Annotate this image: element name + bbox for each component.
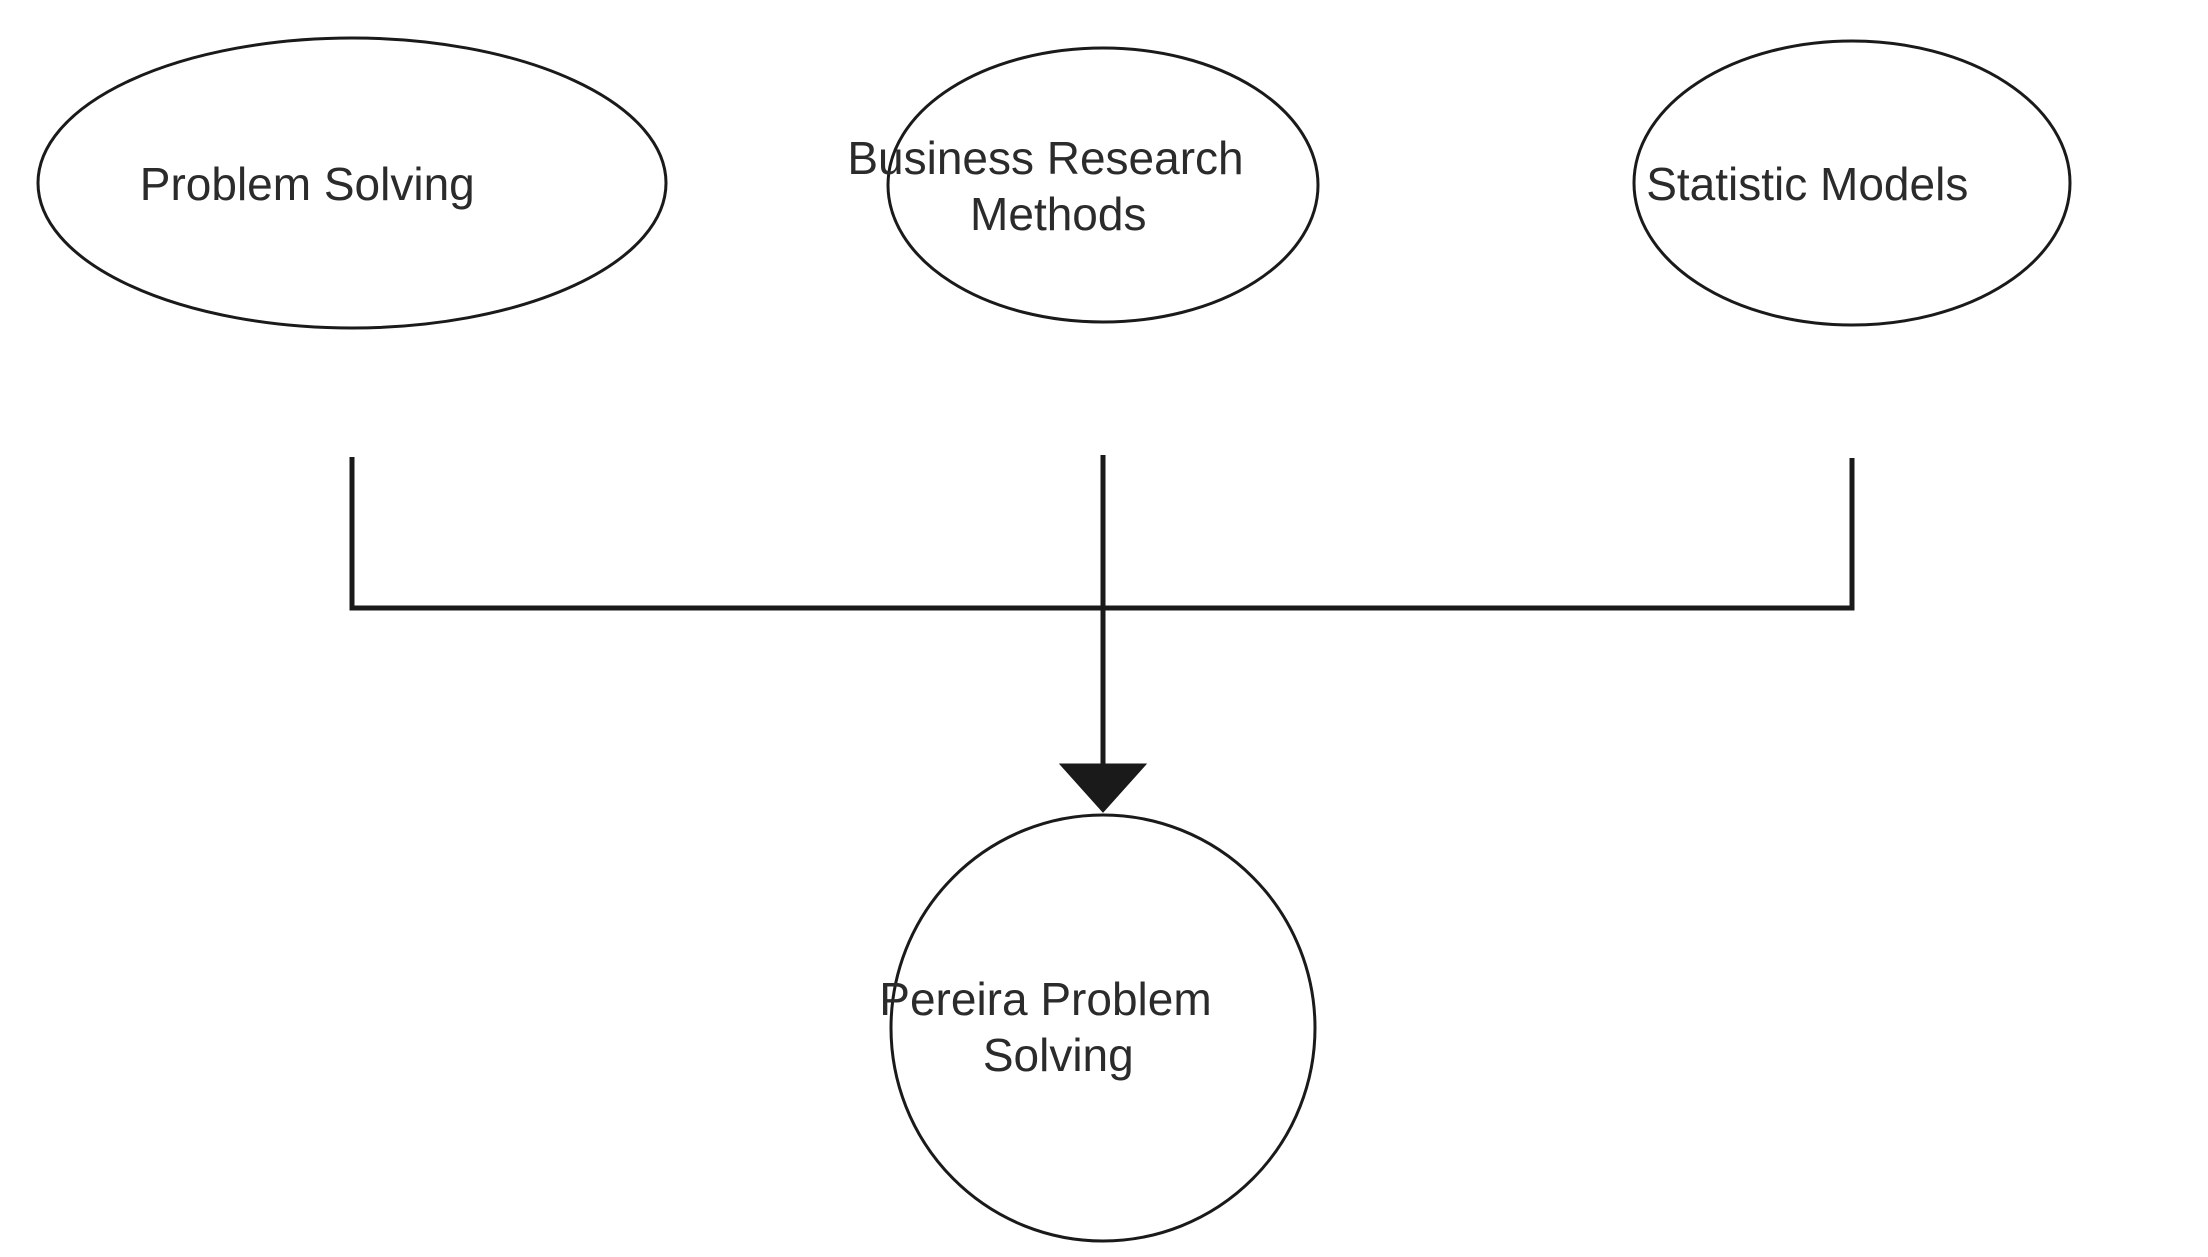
edge-problem-solving-to-pereira[interactable] bbox=[349, 457, 1103, 611]
node-label-problem-solving: Problem Solving bbox=[0, 0, 564, 210]
node-statistic-models[interactable]: Statistic Models bbox=[0, 0, 2072, 327]
connector-layer bbox=[349, 455, 1855, 813]
ellipse-business-research-methods[interactable] bbox=[886, 46, 1320, 324]
node-label-business-research-methods: Business Research Methods bbox=[0, 0, 1359, 240]
edge-statistic-models-to-pereira[interactable] bbox=[1103, 458, 1855, 611]
node-problem-solving[interactable]: Problem Solving bbox=[0, 0, 668, 330]
node-label-line: Business Research bbox=[847, 132, 1243, 184]
ellipse-problem-solving[interactable] bbox=[36, 36, 668, 330]
node-label-line: Pereira Problem bbox=[879, 973, 1211, 1025]
node-business-research-methods[interactable]: Business Research Methods bbox=[0, 0, 1359, 324]
node-label-line: Problem Solving bbox=[140, 158, 475, 210]
arrow-down-notch-icon bbox=[1059, 763, 1147, 813]
node-label-line: Statistic Models bbox=[1646, 158, 1968, 210]
ellipse-pereira-problem-solving[interactable] bbox=[889, 813, 1317, 1243]
ellipse-statistic-models[interactable] bbox=[1632, 39, 2072, 327]
node-label-line: Solving bbox=[983, 1029, 1134, 1081]
node-label-line: Methods bbox=[970, 188, 1146, 240]
node-pereira-problem-solving[interactable]: Pereira Problem Solving bbox=[0, 0, 1327, 1243]
node-label-statistic-models: Statistic Models bbox=[0, 0, 2058, 210]
node-label-pereira-problem-solving: Pereira Problem Solving bbox=[879, 973, 1211, 1081]
